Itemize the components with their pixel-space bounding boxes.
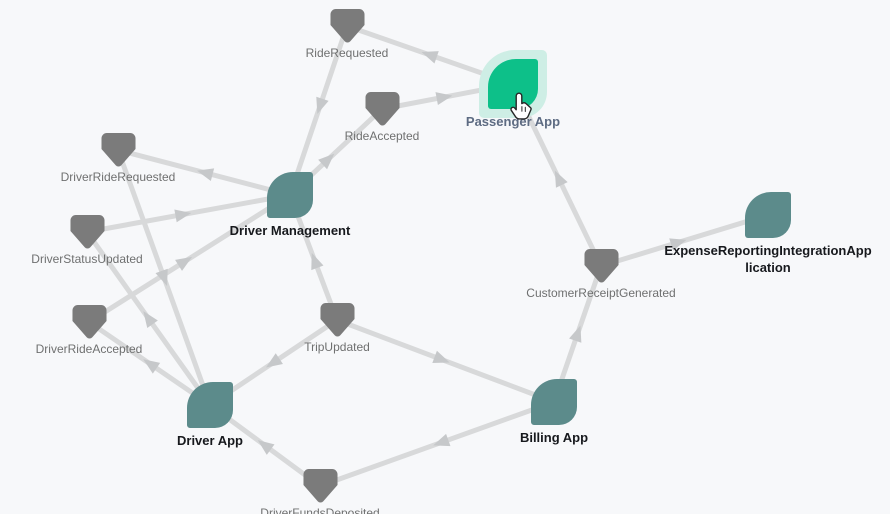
node-expense-reporting-integration-application[interactable] — [745, 192, 791, 238]
node-passenger-app[interactable] — [488, 59, 538, 109]
node-driver-app[interactable] — [187, 382, 233, 428]
arrowhead-ride-accepted--passenger-app — [435, 92, 453, 105]
arrowhead-trip-updated--billing-app — [432, 350, 450, 363]
node-billing-app[interactable] — [531, 379, 577, 425]
arrowhead-driver-app--driver-status-updated — [143, 311, 158, 328]
event-shield-icon — [364, 91, 400, 126]
node-driver-status-updated[interactable] — [69, 214, 105, 256]
arrowhead-trip-updated--driver-management — [311, 252, 324, 271]
event-shield-icon — [71, 304, 107, 339]
node-ride-accepted[interactable] — [364, 91, 400, 133]
arrowhead-driver-app--driver-ride-accepted — [143, 359, 161, 374]
node-driver-funds-deposited[interactable] — [302, 468, 338, 510]
arrowhead-billing-app--customer-receipt-generated — [569, 325, 582, 343]
event-shield-icon — [329, 8, 365, 43]
event-shield-icon — [302, 468, 338, 503]
arrowhead-trip-updated--driver-app — [266, 353, 283, 368]
node-trip-updated[interactable] — [319, 302, 355, 344]
arrowhead-passenger-app--ride-requested — [421, 51, 439, 64]
arrowhead-driver-ride-accepted--driver-management — [175, 256, 193, 271]
arrowhead-billing-app--driver-funds-deposited — [433, 433, 451, 447]
arrowhead-driver-status-updated--driver-management — [174, 209, 192, 223]
bottom-strip — [0, 514, 890, 530]
arrowhead-driver-ride-requested--driver-app — [155, 268, 168, 286]
node-driver-management[interactable] — [267, 172, 313, 218]
arrowhead-driver-management--driver-ride-requested — [197, 168, 215, 182]
event-shield-icon — [100, 132, 136, 167]
arrowhead-customer-receipt-generated--passenger-app — [554, 170, 568, 188]
arrowhead-ride-requested--driver-management — [316, 96, 329, 114]
event-shield-icon — [583, 248, 619, 283]
node-ride-requested[interactable] — [329, 8, 365, 50]
arrowhead-driver-management--ride-accepted — [318, 153, 335, 170]
arrowhead-customer-receipt-generated--expense-reporting-integration-application — [669, 238, 687, 251]
event-shield-icon — [69, 214, 105, 249]
event-shield-icon — [319, 302, 355, 337]
arrowhead-driver-funds-deposited--driver-app — [257, 440, 275, 455]
node-driver-ride-accepted[interactable] — [71, 304, 107, 346]
node-driver-ride-requested[interactable] — [100, 132, 136, 174]
node-customer-receipt-generated[interactable] — [583, 248, 619, 290]
